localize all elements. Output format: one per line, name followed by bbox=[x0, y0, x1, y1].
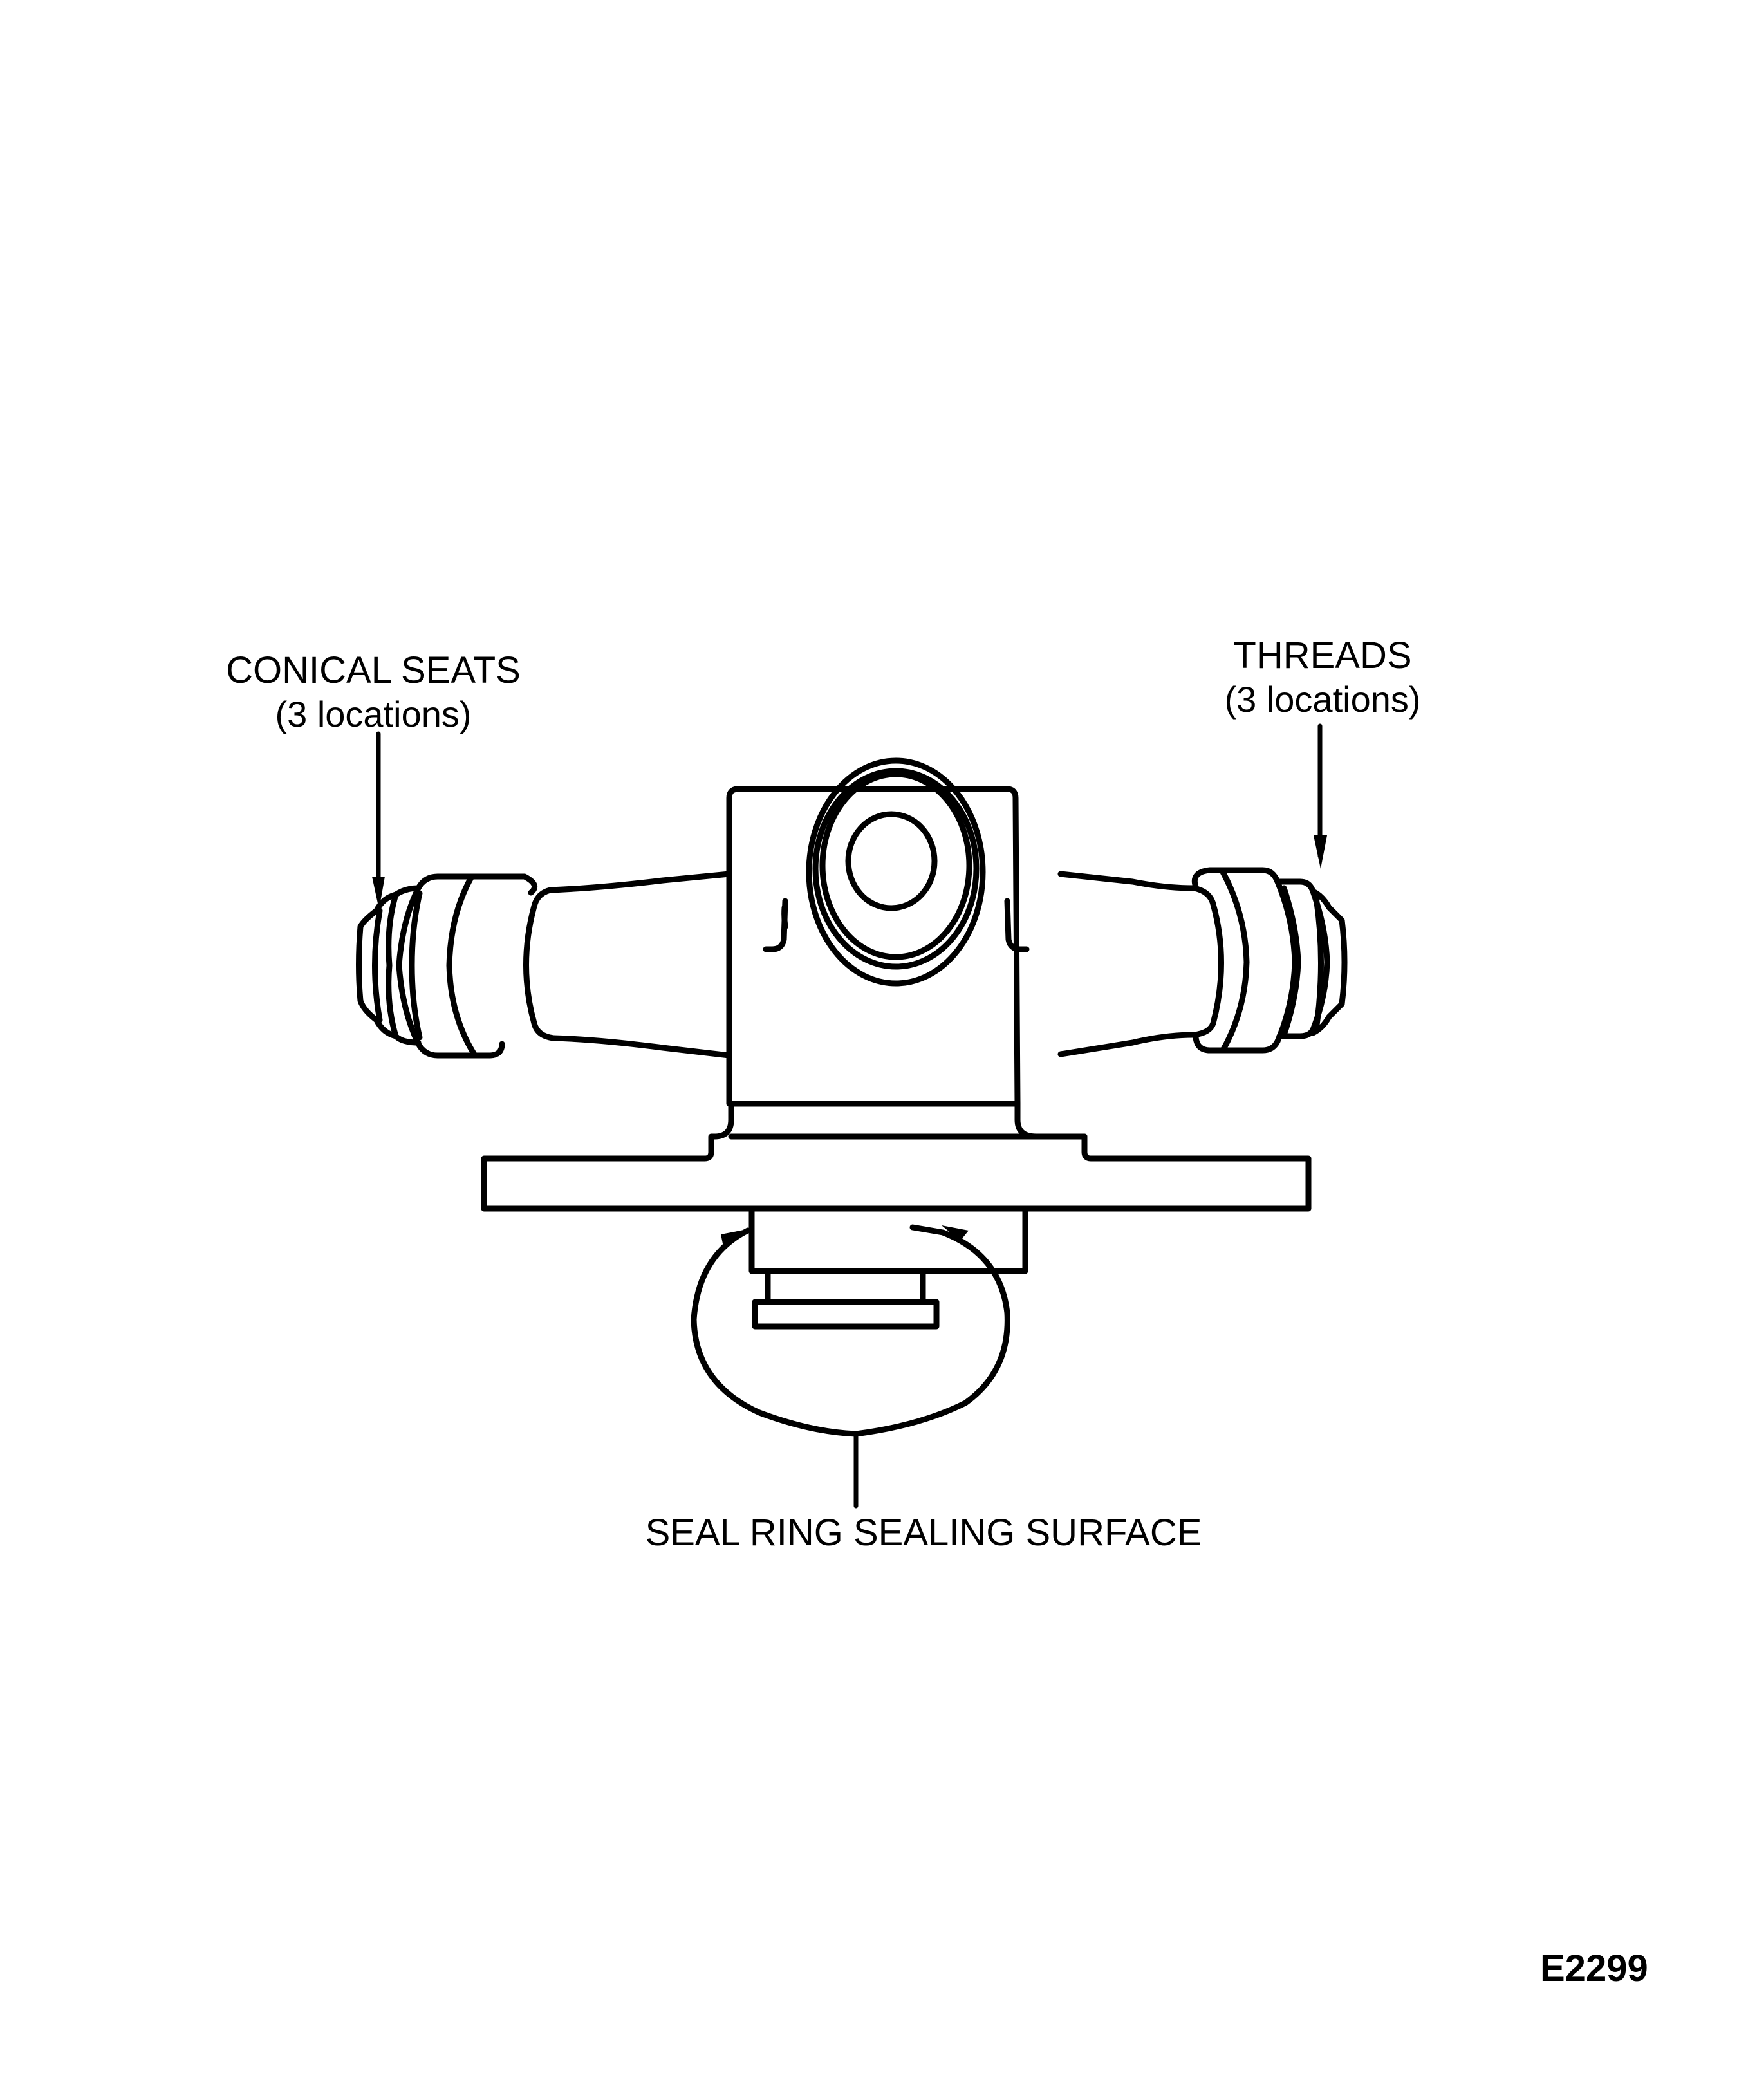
conical-seats-arrow bbox=[372, 731, 385, 909]
threads-arrow bbox=[1314, 723, 1327, 869]
threads-label: THREADS (3 locations) bbox=[1204, 634, 1442, 721]
conical-seats-label: CONICAL SEATS (3 locations) bbox=[219, 649, 528, 736]
bottom-stem bbox=[748, 1205, 1028, 1330]
conical-seats-subtitle: (3 locations) bbox=[275, 694, 472, 734]
center-block bbox=[481, 786, 1312, 1212]
seal-ring-label: SEAL RING SEALING SURFACE bbox=[634, 1511, 1213, 1555]
conical-seats-title: CONICAL SEATS bbox=[226, 649, 521, 691]
seal-ring-loop bbox=[691, 1224, 1010, 1509]
seal-ring-title: SEAL RING SEALING SURFACE bbox=[645, 1512, 1202, 1554]
right-arm bbox=[1057, 867, 1348, 1057]
top-port bbox=[763, 757, 1030, 987]
figure-id-label: E2299 bbox=[1540, 1947, 1648, 1989]
threads-title: THREADS bbox=[1233, 635, 1412, 676]
left-arm bbox=[356, 871, 732, 1059]
threads-subtitle: (3 locations) bbox=[1224, 679, 1421, 720]
